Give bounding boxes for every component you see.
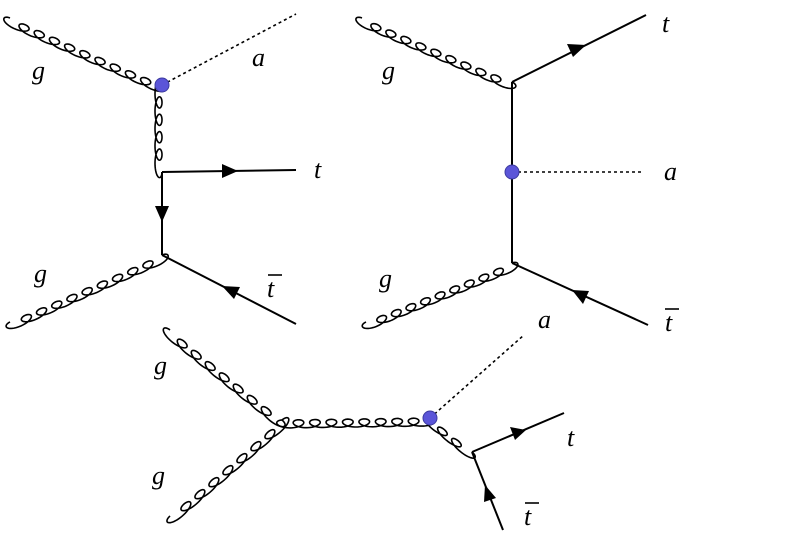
d2-label-a: a: [664, 157, 677, 186]
diagram-1: g a t g t: [2, 13, 322, 330]
d1-gluon-in-bottom: [5, 253, 170, 330]
d2-top-arrow: [567, 44, 586, 57]
d2-label-g-bottom: g: [379, 264, 392, 293]
d3-top-arrow: [510, 427, 526, 440]
d1-gluon-vertical: [154, 78, 163, 179]
d3-gluon-propagator: [275, 417, 437, 429]
d1-top-arrow: [222, 164, 238, 178]
d3-label-a: a: [538, 305, 551, 334]
d2-gluon-in-bottom-path: [361, 261, 519, 330]
d2-vertex: [504, 164, 520, 180]
d2-gluon-in-top: [355, 16, 517, 90]
d3-antitop-arrow: [484, 485, 496, 502]
d1-antitop-arrow: [222, 286, 240, 299]
d1-vertex: [154, 77, 170, 93]
d1-propagator-arrow: [155, 206, 169, 222]
d3-axion-line: [429, 334, 525, 419]
d3-gluon-in-bottom-path: [166, 416, 290, 524]
d3-gluon-short: [422, 414, 477, 459]
d1-gluon-vertical-path: [154, 78, 163, 179]
d1-axion-line: [161, 13, 297, 86]
d1-label-tbar: t: [267, 274, 275, 303]
d1-label-t: t: [314, 155, 322, 184]
d2-label-tbar: t: [665, 308, 673, 337]
d2-antitop-arrow: [572, 290, 589, 304]
d1-label-g-bottom: g: [34, 259, 47, 288]
d2-gluon-in-bottom: [361, 261, 519, 330]
d2-gluon-in-top-path: [355, 16, 517, 90]
d3-label-g-bottom: g: [152, 461, 165, 490]
d1-label-a: a: [252, 43, 265, 72]
d3-vertex: [422, 410, 438, 426]
d3-label-t: t: [567, 423, 575, 452]
d2-label-t: t: [662, 9, 670, 38]
d3-gluon-propagator-path: [275, 417, 437, 429]
d3-label-tbar: t: [524, 502, 532, 531]
d3-gluon-short-path: [422, 414, 477, 459]
d1-label-g-top: g: [32, 56, 45, 85]
d3-gluon-in-bottom: [166, 416, 290, 524]
d1-gluon-in-top-path: [2, 16, 167, 93]
d1-gluon-in-bottom-path: [5, 253, 170, 330]
d3-gluon-in-top: [162, 327, 286, 428]
d3-gluon-in-top-path: [162, 327, 286, 428]
diagram-2: g t a g t: [355, 9, 679, 337]
d3-label-g-top: g: [154, 351, 167, 380]
d2-label-g-top: g: [382, 56, 395, 85]
d1-gluon-in-top: [2, 16, 167, 93]
diagram-3: g g a t t: [152, 305, 575, 531]
